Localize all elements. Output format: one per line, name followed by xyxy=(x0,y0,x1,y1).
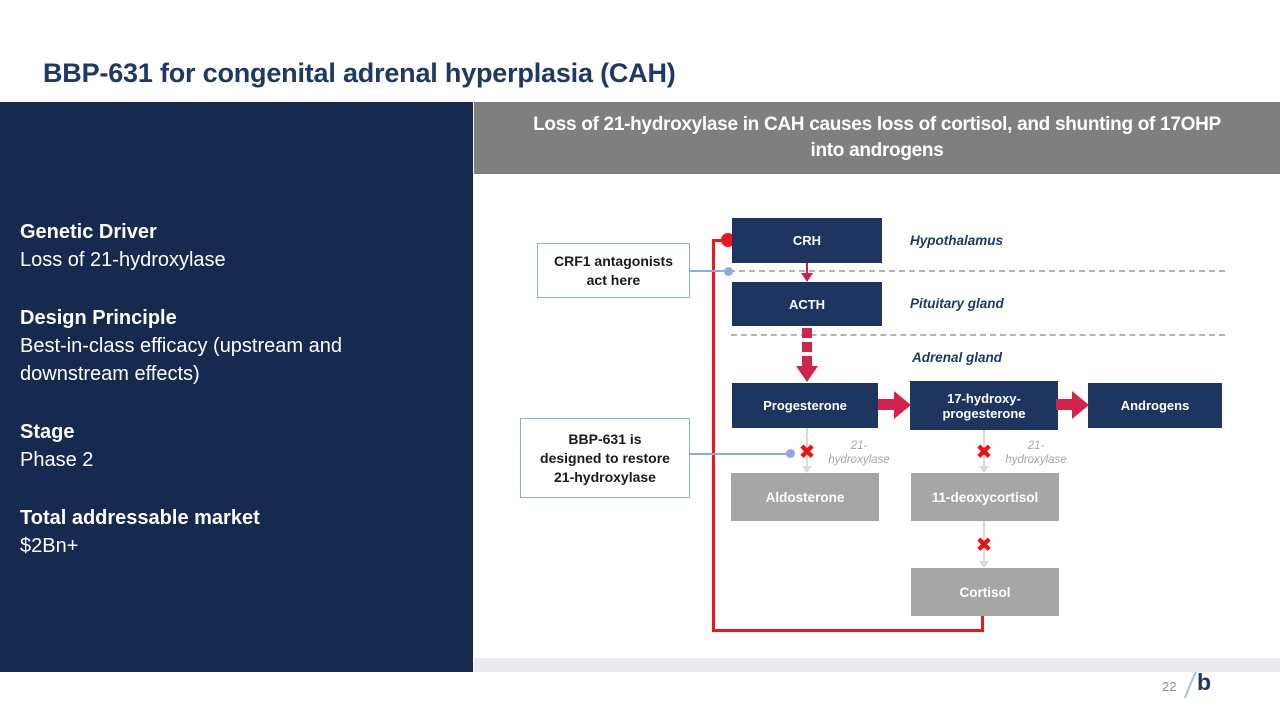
sidebar-label: Stage xyxy=(20,421,75,443)
label-pituitary-gland: Pituitary gland xyxy=(910,296,1004,311)
box-crh-label: CRH xyxy=(792,233,822,248)
connector-head xyxy=(979,466,989,473)
arrow-acth-adrenal-dash xyxy=(802,342,812,352)
footer-strip xyxy=(474,658,1280,672)
enzyme-label-21-hydroxylase: 21- hydroxylase xyxy=(828,440,890,466)
arrow-crh-acth xyxy=(806,263,808,274)
bbp-callout-connector xyxy=(690,453,790,455)
connector-progesterone-aldosterone xyxy=(806,428,808,468)
arrow-acth-adrenal-dash xyxy=(802,328,812,338)
box-17-hydroxy-progesterone: 17-hydroxy- progesterone xyxy=(910,381,1058,430)
blocked-x-icon: ✖ xyxy=(975,532,993,557)
logo-swoosh-icon xyxy=(1184,671,1197,699)
feedback-endpoint-dot xyxy=(721,233,735,247)
arrow-acth-adrenal-dash xyxy=(802,356,812,366)
arrow-acth-adrenal-head xyxy=(796,366,818,382)
box-11-deoxycortisol: 11-deoxycortisol xyxy=(911,473,1059,521)
sidebar-group-design-principle: Design Principle Best-in-class efficacy … xyxy=(20,304,453,388)
box-acth-label: ACTH xyxy=(788,296,826,312)
callout-bbp-631: BBP-631 is designed to restore 21-hydrox… xyxy=(520,418,690,498)
arrow-progesterone-ohp xyxy=(878,391,911,419)
sidebar-group-tam: Total addressable market $2Bn+ xyxy=(20,504,453,560)
sidebar-label: Design Principle xyxy=(20,307,177,329)
sidebar-label: Total addressable market xyxy=(20,507,260,529)
box-progesterone: Progesterone xyxy=(732,383,878,428)
box-acth: ACTH xyxy=(732,282,882,326)
box-aldosterone-label: Aldosterone xyxy=(765,489,845,505)
blocked-x-icon: ✖ xyxy=(798,439,816,464)
feedback-loop-line xyxy=(981,616,984,632)
box-cortisol-label: Cortisol xyxy=(959,584,1011,600)
sidebar-group-stage: Stage Phase 2 xyxy=(20,418,453,474)
box-cortisol: Cortisol xyxy=(911,568,1059,616)
box-androgens: Androgens xyxy=(1088,383,1222,428)
bridgebio-logo: b xyxy=(1184,669,1224,699)
feedback-loop-line xyxy=(712,239,729,242)
crf1-callout-connector xyxy=(690,270,729,272)
feedback-loop-line xyxy=(712,239,715,632)
sidebar-value: Loss of 21-hydroxylase xyxy=(20,249,226,271)
connector-ohp-deoxycortisol xyxy=(983,430,985,468)
connector-head xyxy=(979,561,989,568)
page-title: BBP-631 for congenital adrenal hyperplas… xyxy=(43,58,676,88)
sidebar-value: Phase 2 xyxy=(20,449,94,471)
page-number: 22 xyxy=(1162,679,1177,694)
arrow-ohp-androgens xyxy=(1056,391,1089,419)
banner-line: into androgens xyxy=(810,140,944,161)
box-androgens-label: Androgens xyxy=(1120,398,1190,413)
section-banner: Loss of 21-hydroxylase in CAH causes los… xyxy=(474,102,1280,174)
label-hypothalamus: Hypothalamus xyxy=(910,233,1004,248)
sidebar-value: $2Bn+ xyxy=(20,535,79,557)
box-ohp-line2: progesterone xyxy=(942,405,1026,421)
crf1-connector-dot xyxy=(724,267,733,276)
bbp-connector-dot xyxy=(786,449,795,458)
blocked-x-icon: ✖ xyxy=(975,439,993,464)
label-adrenal-gland: Adrenal gland xyxy=(912,350,1003,365)
logo-letter: b xyxy=(1197,669,1212,695)
callout-crf1-antagonists: CRF1 antagonists act here xyxy=(537,243,690,298)
box-11-deoxycortisol-label: 11-deoxycortisol xyxy=(931,489,1039,505)
pituitary-adrenal-divider xyxy=(731,334,1225,336)
info-sidebar: Genetic Driver Loss of 21-hydroxylase De… xyxy=(0,102,473,672)
box-aldosterone: Aldosterone xyxy=(731,473,879,521)
connector-deoxycortisol-cortisol xyxy=(983,521,985,562)
box-progesterone-label: Progesterone xyxy=(763,398,847,413)
sidebar-value: Best-in-class efficacy (upstream and dow… xyxy=(20,335,342,385)
sidebar-group-genetic-driver: Genetic Driver Loss of 21-hydroxylase xyxy=(20,218,453,274)
arrow-crh-acth-head xyxy=(801,273,813,282)
enzyme-label-21-hydroxylase: 21- hydroxylase xyxy=(1005,440,1067,466)
feedback-loop-line xyxy=(712,629,984,632)
banner-line: Loss of 21-hydroxylase in CAH causes los… xyxy=(533,114,1221,135)
sidebar-label: Genetic Driver xyxy=(20,221,157,243)
box-crh: CRH xyxy=(732,218,882,263)
hypothalamus-pituitary-divider xyxy=(729,270,1225,272)
box-ohp-line1: 17-hydroxy- xyxy=(947,390,1021,406)
connector-head xyxy=(802,466,812,473)
